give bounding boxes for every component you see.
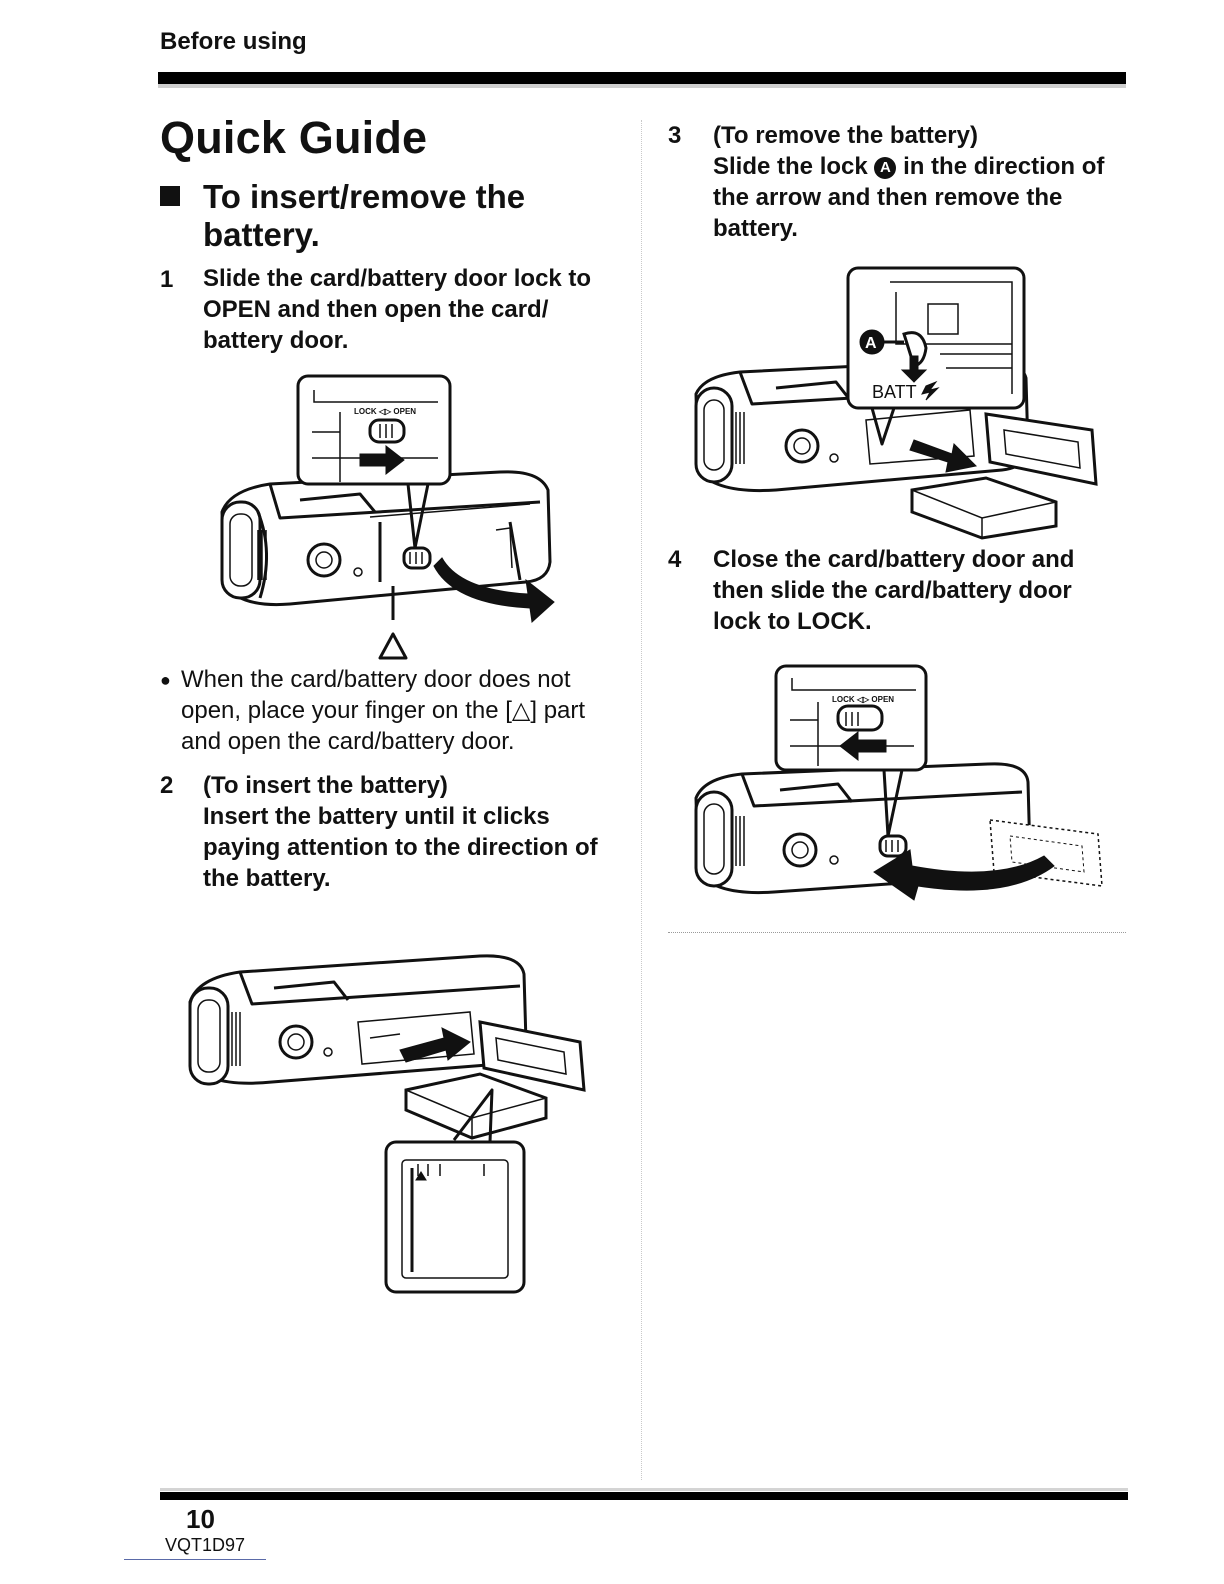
remove-arrow-icon [909,439,978,473]
footer-rule-shadow [160,1488,1128,1491]
insert-arrow-icon [399,1027,471,1063]
step-2-number: 2 [160,772,174,799]
figure-open-door: LOCK ◁▷ OPEN [220,374,555,660]
figure-close-door: LOCK ◁▷ OPEN [694,664,1103,901]
lock-open-label: LOCK ◁▷ OPEN [354,407,416,416]
document-code: VQT1D97 [165,1535,246,1555]
section-label: Before using [160,28,307,55]
step-3-text-before: Slide the lock [713,153,868,180]
note-text-before: When the card/battery door does not open… [181,666,571,724]
column-divider [641,120,642,1480]
step-1-number: 1 [160,266,174,293]
note-triangle-symbol: △ [511,697,531,724]
footer-rule [160,1492,1128,1500]
figure-insert-battery [188,954,586,1294]
page-number: 10 [186,1504,215,1534]
lightning-icon [921,380,940,401]
marker-a-label: A [865,335,877,352]
step-3-heading: (To remove the battery) [713,122,978,149]
step-3-number: 3 [668,122,682,149]
step-3-text: Slide the lock A in the direction of the… [713,151,1125,244]
speaker-grille-icon [257,530,267,580]
section-end-rule [668,932,1126,933]
note-text-after: ] part and open the card/battery door. [181,697,586,755]
batt-label: BATT [872,382,917,402]
step-1-text: Slide the card/battery door lock to OPEN… [203,265,592,354]
step-4-number: 4 [668,546,682,573]
step-2-text: Insert the battery until it clicks payin… [203,803,598,892]
step-3-text-after: in the direction of the arrow and then r… [713,153,1105,242]
document-code-underline [124,1559,266,1560]
door-close-arrow-icon [873,849,1055,901]
triangle-mark-icon [378,632,408,660]
down-arrow-icon [900,355,928,383]
step-2-heading: (To insert the battery) [203,772,448,799]
lock-open-label-2: LOCK ◁▷ OPEN [832,695,894,704]
battery-direction-icon [415,1171,427,1181]
arrow-right-icon [359,444,405,476]
note-text: When the card/battery door does not open… [181,664,621,757]
figure-remove-battery: A BATT [694,266,1098,540]
note-bullet-icon: ● [160,670,171,690]
square-bullet-icon [160,186,180,206]
header-rule-shadow [158,84,1126,88]
arrow-left-icon [839,730,887,762]
header-rule [158,72,1126,84]
marker-a-icon: A [874,157,897,179]
step-4-text: Close the card/battery door and then sli… [713,546,1075,635]
subheading: To insert/remove the battery. [203,178,526,253]
door-open-arrow-icon [433,557,555,624]
page-title: Quick Guide [160,112,428,163]
